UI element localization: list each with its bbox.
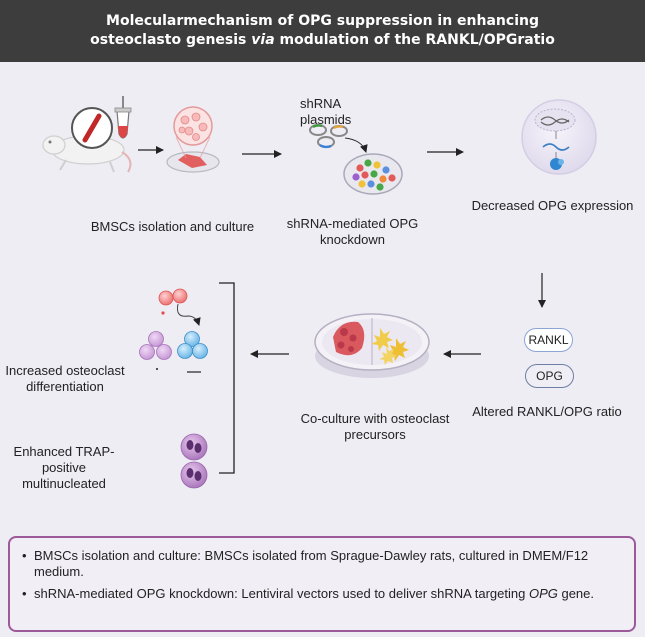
coculture-dish-illustration (314, 313, 430, 378)
magnifier-icon (71, 107, 113, 149)
decreased-expression-label: Decreased OPG expression (471, 198, 634, 213)
gene-expression-icon (521, 99, 597, 175)
culture-dish-illustration (166, 106, 220, 173)
title-line-1: Molecularmechanism of OPG suppression in… (106, 13, 539, 29)
note-item: BMSCs isolation and culture: BMSCs isola… (22, 548, 622, 580)
note-item: shRNA-mediated OPG knockdown: Lentiviral… (22, 586, 622, 602)
flow-arrows (138, 146, 546, 373)
notes-list: BMSCs isolation and culture: BMSCs isola… (22, 548, 622, 602)
title-line-2-end: modulation of the RANKL/OPGratio (274, 32, 555, 48)
plasmids-label: shRNA plasmids (300, 96, 352, 127)
diagram-title: Molecularmechanism of OPG suppression in… (0, 0, 645, 62)
plasmid-icons (309, 124, 368, 153)
transfected-dish-illustration (343, 153, 403, 195)
opg-pill: OPG (525, 364, 574, 388)
note-item-2-end: gene. (557, 586, 595, 601)
notes-box: BMSCs isolation and culture: BMSCs isola… (8, 536, 636, 632)
title-line-2: osteoclasto genesis via modulation of th… (0, 31, 645, 50)
note-item-2-italic: OPG (528, 586, 558, 601)
trap-positive-cells-illustration (180, 433, 208, 489)
title-line-2-start: osteoclasto genesis (90, 32, 252, 48)
differentiation-label: Increased osteoclast differentiation (5, 363, 125, 394)
differentiation-cells-illustration (139, 288, 208, 360)
coculture-label: Co-culture with osteoclast precursors (300, 411, 450, 442)
title-line-2-italic: via (251, 32, 275, 48)
ratio-label: Altered RANKL/OPG ratio (472, 404, 622, 419)
knockdown-label: shRNA-mediated OPG knockdown (286, 216, 419, 247)
note-item-2-start: shRNA-mediated OPG knockdown: Lentiviral… (34, 586, 529, 601)
rankl-pill: RANKL (524, 328, 573, 352)
trap-label: Enhanced TRAP-positive multinucleated (13, 444, 115, 491)
isolation-label: BMSCs isolation and culture (90, 219, 255, 234)
connector-dot (156, 368, 158, 370)
test-tube-icon (114, 96, 132, 139)
result-bracket (219, 282, 235, 474)
